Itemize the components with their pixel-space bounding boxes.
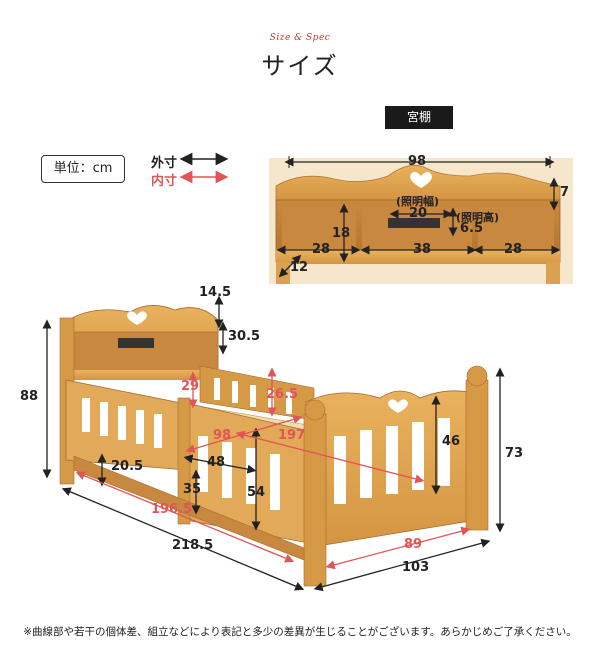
bed-gap-label: 48 bbox=[207, 455, 226, 470]
bed-guard-inner-height-label: 29 bbox=[181, 379, 200, 394]
bed-floor-clearance-label: 20.5 bbox=[111, 459, 144, 474]
bed-under-height-label: 35 bbox=[183, 482, 202, 497]
bed-side-height-label: 54 bbox=[247, 485, 266, 500]
bed-total-height-label: 88 bbox=[20, 389, 39, 404]
footnote: ※曲線部や若干の個体差、組立などにより表記と多少の差異が生じることがございます。… bbox=[23, 626, 577, 638]
shelf-light-height-label: 6.5 bbox=[460, 221, 484, 236]
legend-outer-label: 外寸 bbox=[151, 156, 178, 171]
bed-outer-length-label: 218.5 bbox=[172, 538, 214, 553]
shelf-light-width-caption: (照明幅) bbox=[396, 195, 440, 208]
shelf-section-label: 宮棚 bbox=[385, 106, 453, 129]
shelf-height-label: 7 bbox=[560, 185, 570, 200]
shelf-width-label: 98 bbox=[408, 154, 427, 169]
bed-inner-width-label: 98 bbox=[213, 428, 232, 443]
bed-footboard-rail-label: 46 bbox=[442, 434, 461, 449]
unit-label: 単位：cm bbox=[41, 155, 125, 183]
shelf-light-height-caption: (照明高) bbox=[456, 211, 500, 224]
bed-shelf-height-label: 30.5 bbox=[228, 329, 261, 344]
bed-inner-length-label: 197 bbox=[278, 428, 306, 443]
page-subtitle: Size & Spec bbox=[269, 33, 331, 43]
bed-footboard-height-label: 73 bbox=[505, 446, 524, 461]
legend-inner-label: 内寸 bbox=[151, 174, 178, 189]
bed-headboard-top-label: 14.5 bbox=[199, 285, 232, 300]
shelf-inner-height-label: 18 bbox=[332, 226, 351, 241]
shelf-depth-label: 12 bbox=[290, 260, 309, 275]
page-title: サイズ bbox=[261, 52, 339, 80]
bed-footboard-inner-label: 89 bbox=[404, 537, 423, 552]
shelf-right-label: 28 bbox=[504, 242, 523, 257]
bed-rail-inner-height-label: 26.5 bbox=[266, 387, 299, 402]
shelf-light-width-label: 20 bbox=[409, 206, 428, 221]
bed-outer-width-label: 103 bbox=[402, 560, 430, 575]
shelf-left-label: 28 bbox=[312, 242, 331, 257]
shelf-center-label: 38 bbox=[413, 242, 432, 257]
bed-inner-length-2-label: 196.5 bbox=[151, 502, 193, 517]
